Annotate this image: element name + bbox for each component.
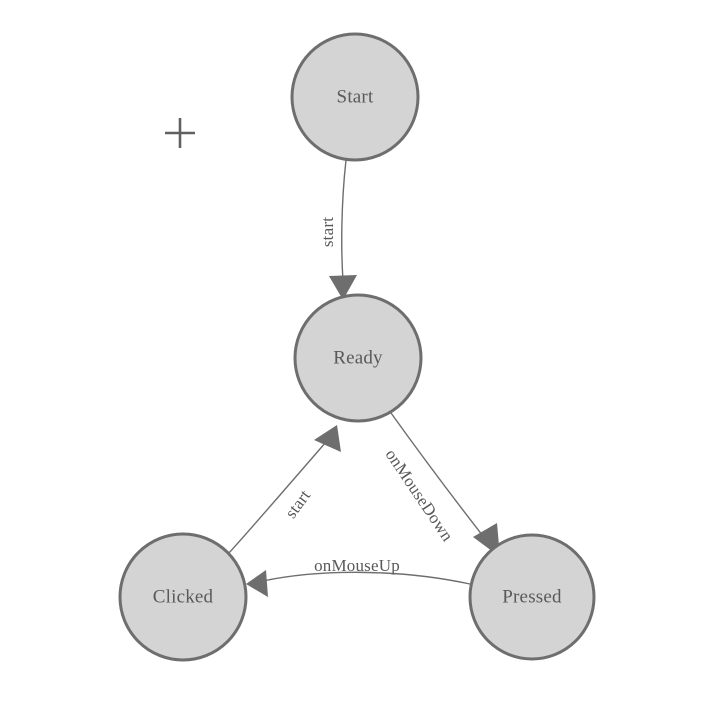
crosshair-icon[interactable] bbox=[165, 118, 195, 148]
edge-label-onmouseup: onMouseUp bbox=[314, 556, 400, 575]
arrowhead-clicked-to-ready bbox=[314, 425, 341, 452]
edge-start-to-ready[interactable]: start bbox=[318, 159, 357, 300]
arrowhead-pressed-to-clicked bbox=[246, 570, 268, 597]
node-start-label: Start bbox=[337, 86, 374, 107]
edge-clicked-to-ready[interactable]: start bbox=[227, 425, 341, 555]
edge-pressed-to-clicked[interactable]: onMouseUp bbox=[246, 556, 471, 597]
node-clicked-label: Clicked bbox=[153, 586, 214, 607]
node-clicked-circle[interactable] bbox=[118, 532, 248, 662]
node-pressed[interactable]: Pressed bbox=[468, 533, 596, 661]
node-ready[interactable]: Ready bbox=[293, 293, 423, 423]
edge-label-onmousedown: onMouseDown bbox=[382, 445, 458, 545]
node-start-circle[interactable] bbox=[290, 32, 420, 162]
node-pressed-label: Pressed bbox=[502, 586, 562, 607]
node-start[interactable]: Start bbox=[290, 32, 420, 162]
node-ready-circle[interactable] bbox=[293, 293, 423, 423]
edge-path-clicked-to-ready bbox=[227, 433, 334, 555]
node-ready-label: Ready bbox=[333, 347, 383, 368]
node-clicked[interactable]: Clicked bbox=[118, 532, 248, 662]
edge-path-pressed-to-clicked bbox=[262, 571, 471, 585]
edge-ready-to-pressed[interactable]: onMouseDown bbox=[382, 412, 500, 557]
edge-path-start-to-ready bbox=[341, 159, 347, 282]
edge-label-start-return: start bbox=[281, 486, 314, 522]
arrowhead-start-to-ready bbox=[329, 275, 357, 300]
node-pressed-circle[interactable] bbox=[468, 533, 596, 661]
edge-path-ready-to-pressed bbox=[390, 412, 491, 546]
edge-label-start: start bbox=[318, 217, 337, 247]
